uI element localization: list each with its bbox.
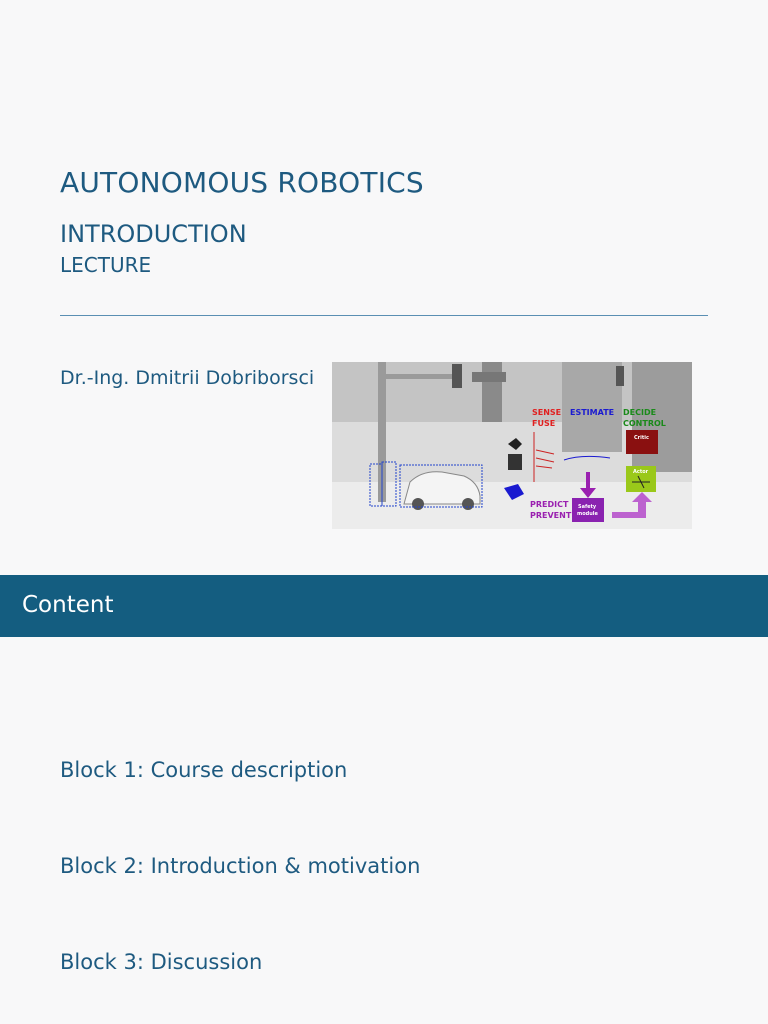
camera-icon	[508, 454, 522, 470]
sensor-icon	[508, 438, 522, 450]
label-control: CONTROL	[623, 419, 666, 428]
content-header-bar: Content	[0, 575, 768, 637]
label-estimate: ESTIMATE	[570, 408, 614, 417]
traffic-arm	[386, 374, 456, 379]
label-sense: SENSE	[532, 408, 561, 417]
label-module: module	[577, 511, 598, 517]
divider-line	[60, 315, 708, 316]
pipeline-illustration: SENSE FUSE ESTIMATE DECIDE CONTROL Criti…	[332, 362, 692, 529]
label-fuse: FUSE	[532, 419, 555, 428]
building-right	[632, 362, 692, 472]
agenda-block-2: Block 2: Introduction & motivation	[60, 854, 421, 878]
slide-kind: LECTURE	[60, 253, 152, 277]
slide-title: AUTONOMOUS ROBOTICS	[60, 166, 424, 199]
detection-box-pedestrian-2	[381, 461, 397, 507]
autonomy-pipeline-figure: SENSE FUSE ESTIMATE DECIDE CONTROL Criti…	[332, 362, 692, 529]
label-prevent: PREVENT	[530, 511, 572, 520]
building-left	[482, 362, 502, 422]
critic-box	[626, 430, 658, 454]
label-critic: Critic	[634, 435, 649, 441]
label-safety: Safety	[578, 504, 597, 510]
agenda-block-3: Block 3: Discussion	[60, 950, 263, 974]
fusion-lines	[535, 449, 555, 469]
safety-module-box	[572, 498, 604, 522]
animal-icon	[504, 484, 524, 500]
actor-box	[626, 466, 656, 492]
label-actor: Actor	[633, 469, 649, 475]
down-arrow-icon	[580, 472, 596, 498]
label-decide: DECIDE	[623, 408, 656, 417]
author-name: Dr.-Ing. Dmitrii Dobriborsci	[60, 367, 315, 389]
traffic-light-icon-2	[616, 366, 624, 386]
estimate-formula	[563, 455, 611, 461]
detection-box-car	[399, 464, 483, 508]
traffic-pole	[378, 362, 386, 502]
car-icon	[403, 471, 481, 505]
agenda-block-1: Block 1: Course description	[60, 758, 348, 782]
building-mid	[562, 362, 622, 452]
street-sign-icon	[472, 372, 506, 382]
up-arrow-icon	[612, 492, 652, 518]
label-predict: PREDICT	[530, 500, 569, 509]
content-header-label: Content	[22, 592, 114, 618]
traffic-light-icon	[452, 364, 462, 388]
slide-subtitle: INTRODUCTION	[60, 220, 247, 248]
